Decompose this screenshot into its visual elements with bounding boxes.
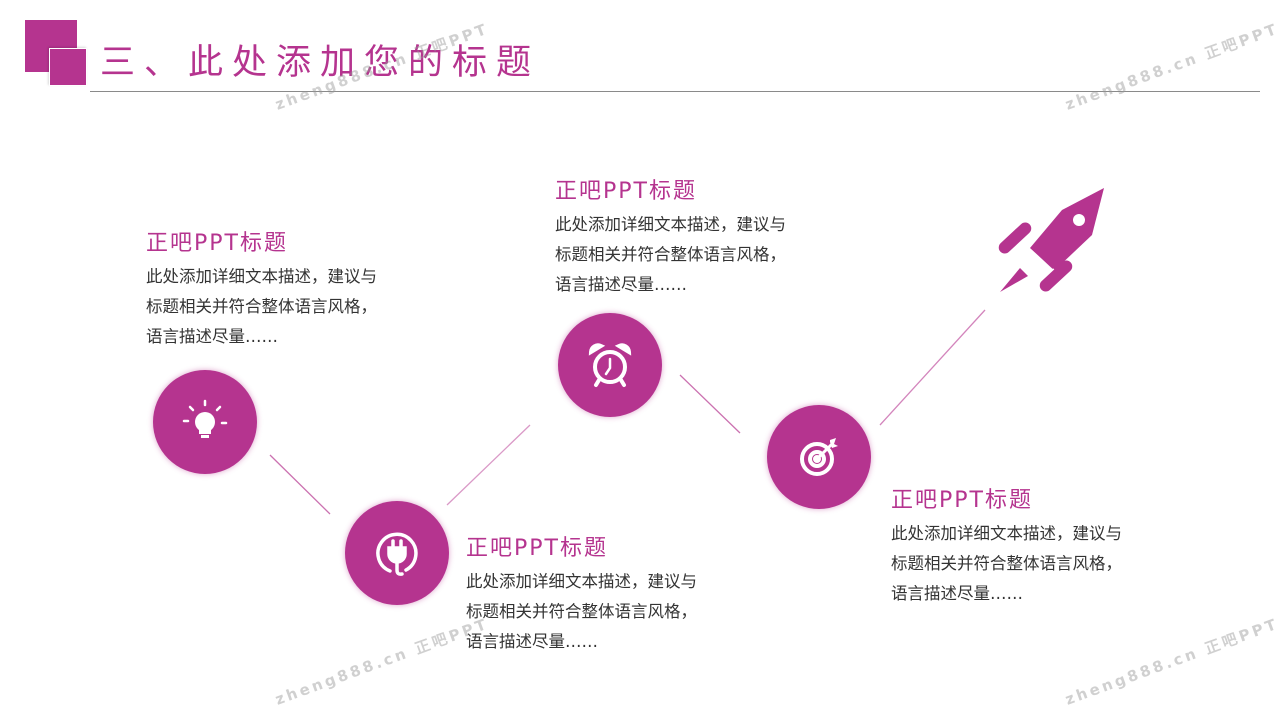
step-desc-line: 标题相关并符合整体语言风格， <box>555 245 786 264</box>
step-title: 正吧PPT标题 <box>555 179 697 204</box>
connector-line <box>446 424 531 506</box>
plug-icon <box>376 532 418 576</box>
plug-badge <box>345 501 449 605</box>
connector-line <box>269 454 331 515</box>
decor-square <box>49 48 87 86</box>
lightbulb-badge <box>153 370 257 474</box>
target-badge <box>767 405 871 509</box>
step-desc-line: 语言描述尽量…… <box>555 275 687 294</box>
step-desc-line: 此处添加详细文本描述，建议与 <box>891 524 1122 543</box>
step-desc-line: 此处添加详细文本描述，建议与 <box>466 572 697 591</box>
connector-line <box>879 309 986 426</box>
target-icon <box>800 438 838 476</box>
step-text-2: 正吧PPT标题 此处添加详细文本描述，建议与 标题相关并符合整体语言风格， 语言… <box>466 535 697 657</box>
step-title: 正吧PPT标题 <box>146 231 288 256</box>
title-divider <box>90 91 1260 92</box>
step-text-1: 正吧PPT标题 此处添加详细文本描述，建议与 标题相关并符合整体语言风格， 语言… <box>146 230 377 352</box>
step-desc-line: 标题相关并符合整体语言风格， <box>891 554 1122 573</box>
connector-line <box>679 374 741 434</box>
rocket-icon <box>998 188 1104 292</box>
step-desc-line: 语言描述尽量…… <box>891 584 1023 603</box>
lightbulb-icon <box>182 399 228 438</box>
step-desc-line: 此处添加详细文本描述，建议与 <box>146 267 377 286</box>
step-desc-line: 标题相关并符合整体语言风格， <box>146 297 377 316</box>
step-desc-line: 语言描述尽量…… <box>146 327 278 346</box>
alarm-clock-icon <box>588 343 632 387</box>
step-title: 正吧PPT标题 <box>891 488 1033 513</box>
step-desc-line: 标题相关并符合整体语言风格， <box>466 602 697 621</box>
alarm-clock-badge <box>558 313 662 417</box>
step-desc-line: 语言描述尽量…… <box>466 632 598 651</box>
step-title: 正吧PPT标题 <box>466 536 608 561</box>
step-text-4: 正吧PPT标题 此处添加详细文本描述，建议与 标题相关并符合整体语言风格， 语言… <box>891 487 1122 609</box>
step-text-3: 正吧PPT标题 此处添加详细文本描述，建议与 标题相关并符合整体语言风格， 语言… <box>555 178 786 300</box>
page-title: 三、此处添加您的标题 <box>100 43 541 83</box>
step-desc-line: 此处添加详细文本描述，建议与 <box>555 215 786 234</box>
